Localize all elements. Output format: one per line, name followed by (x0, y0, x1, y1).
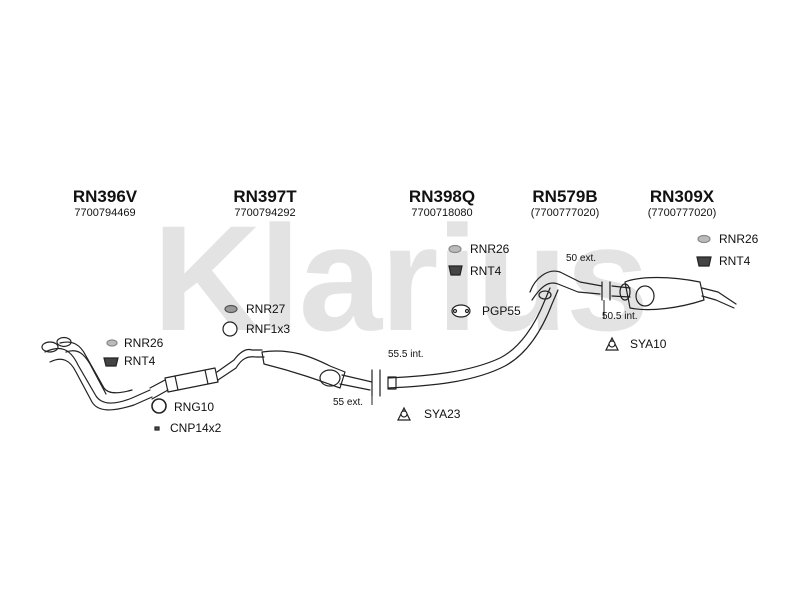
bolt-icon (154, 426, 160, 431)
dimension-label: 50 ext. (566, 253, 597, 264)
part-label[interactable]: RNR27 (246, 302, 286, 316)
part-label[interactable]: SYA23 (424, 407, 461, 421)
part-label[interactable]: RNT4 (470, 264, 502, 278)
rubber-mount-icon (696, 256, 712, 267)
rubber-ring-icon (106, 339, 118, 347)
part-label[interactable]: RNT4 (124, 354, 156, 368)
part-label[interactable]: RNG10 (174, 400, 215, 414)
gasket-ring-icon (222, 321, 238, 337)
section-code-rn398q[interactable]: RN398Q (408, 187, 476, 206)
section-oe-number: (7700777020) (647, 207, 717, 219)
rubber-ring-icon (448, 244, 462, 254)
flange-gasket-icon (451, 304, 471, 318)
rubber-mount-icon (448, 265, 463, 276)
section-oe-number: 7700794469 (74, 207, 136, 219)
centre-silencer (261, 350, 381, 397)
part-label[interactable]: CNP14x2 (170, 421, 222, 435)
intermediate-pipe (387, 270, 603, 390)
part-label[interactable]: RNR26 (719, 232, 759, 246)
section-code-rn396v[interactable]: RN396V (72, 187, 138, 206)
section-oe-number: 7700794292 (234, 207, 296, 219)
section-code-rn579b[interactable]: RN579B (532, 187, 598, 206)
dimension-label: 55 ext. (333, 397, 364, 408)
part-label[interactable]: RNT4 (719, 254, 751, 268)
rubber-ring-icon (697, 234, 711, 244)
part-label[interactable]: RNR26 (124, 336, 164, 350)
part-label[interactable]: SYA10 (630, 337, 667, 351)
clamp-icon (605, 336, 619, 351)
dimension-label: 50.5 int. (602, 311, 638, 322)
rear-silencer (601, 276, 737, 311)
clamp-icon (397, 406, 411, 421)
rubber-ring-icon (224, 304, 238, 314)
section-code-rn309x[interactable]: RN309X (649, 187, 715, 206)
dimension-label: 55.5 int. (388, 349, 424, 360)
part-label[interactable]: PGP55 (482, 304, 521, 318)
section-oe-number: (7700777020) (530, 207, 600, 219)
part-label[interactable]: RNR26 (470, 242, 510, 256)
gasket-ring-icon (151, 398, 167, 414)
part-label[interactable]: RNF1x3 (246, 322, 291, 336)
front-downpipe (41, 336, 169, 411)
section-oe-number: 7700718080 (411, 207, 473, 219)
front-silencer (164, 348, 265, 393)
rubber-mount-icon (103, 357, 119, 367)
section-code-rn397t[interactable]: RN397T (233, 187, 297, 206)
